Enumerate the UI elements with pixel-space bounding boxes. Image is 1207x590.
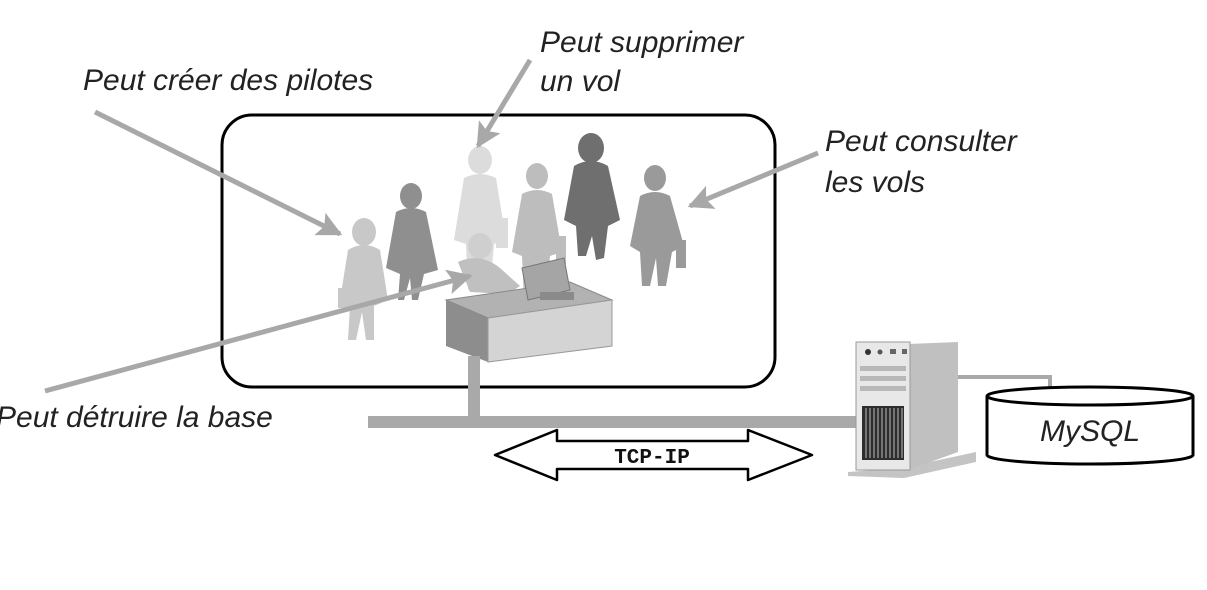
- server-tower-icon: [848, 341, 976, 478]
- pointer-arrow-delete-flight: [475, 58, 533, 149]
- label-destroy-db: Peut détruire la base: [0, 401, 273, 434]
- people-group-icon: [338, 133, 686, 340]
- computer-desk-icon: [444, 233, 614, 363]
- label-create-pilots: Peut créer des pilotes: [83, 64, 373, 97]
- label-delete-flight-line2: un vol: [540, 65, 621, 98]
- label-delete-flight-line1: Peut supprimer: [540, 26, 744, 59]
- database-name-label: MySQL: [1040, 415, 1140, 448]
- person-figure: [386, 183, 438, 300]
- database-cylinder-icon: [985, 385, 1195, 466]
- pointer-arrow-destroy-db: [44, 269, 473, 394]
- tcp-ip-double-arrow: [493, 428, 814, 482]
- person-figure: [564, 133, 620, 260]
- person-figure: [338, 218, 388, 340]
- pointer-arrow-consult-flights: [687, 150, 819, 209]
- pointer-arrow-create-pilots: [93, 109, 343, 237]
- person-figure: [630, 165, 686, 286]
- label-consult-line1: Peut consulter: [825, 125, 1018, 158]
- tcp-ip-label: TCP-IP: [614, 447, 690, 470]
- label-consult-line2: les vols: [825, 166, 925, 199]
